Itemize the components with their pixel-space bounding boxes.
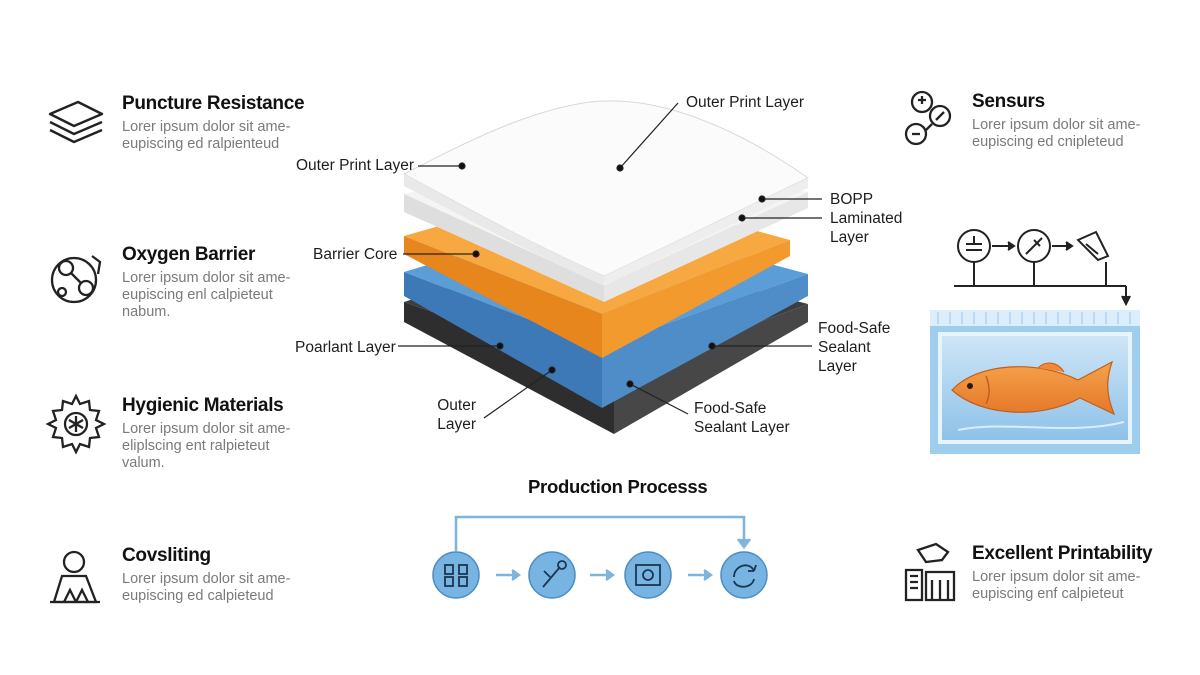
label-outer-print-left: Outer Print Layer <box>296 157 415 174</box>
feature-description: Lorer ipsum dolor sit ame- eupiscing ed … <box>972 117 1200 151</box>
desc-line: Lorer ipsum dolor sit ame- <box>122 119 291 135</box>
desc-line: Lorer ipsum dolor sit ame- <box>122 571 291 587</box>
desc-line: Lorer ipsum dolor sit ame- <box>122 421 291 437</box>
packaging-flow <box>954 229 1131 306</box>
feature-covsliting: Covsliting Lorer ipsum dolor sit ame- eu… <box>122 545 422 605</box>
label-line: Layer <box>437 416 476 433</box>
feature-title: Excellent Printability <box>972 543 1153 564</box>
feature-description: Lorer ipsum dolor sit ame- eupiscing enl… <box>122 270 422 321</box>
feature-description: Lorer ipsum dolor sit ame- eliplscing en… <box>122 421 422 472</box>
feature-description: Lorer ipsum dolor sit ame- eupiscing ed … <box>122 119 422 153</box>
label-bopp: BOPP Laminated Layer <box>830 190 902 247</box>
label-outer-layer: Outer Layer <box>426 396 476 434</box>
desc-line: eupiscing ed ralpienteud <box>122 136 280 152</box>
feature-excellent-printability: Excellent Printability Lorer ipsum dolor… <box>972 543 1200 603</box>
outer-print-layer <box>402 100 809 286</box>
process-step-tool <box>528 551 576 599</box>
label-line: BOPP <box>830 191 874 208</box>
label-food-safe-bottom: Food-Safe Sealant Layer <box>694 399 790 437</box>
desc-line: Lorer ipsum dolor sit ame- <box>972 117 1141 133</box>
production-process-flow <box>432 515 768 599</box>
desc-line: valum. <box>122 455 165 471</box>
feature-title: Hygienic Materials <box>122 395 284 416</box>
label-line: Outer <box>437 397 476 414</box>
feature-oxygen-barrier: Oxygen Barrier Lorer ipsum dolor sit ame… <box>122 244 422 321</box>
label-line: Food-Safe <box>818 320 891 337</box>
fish-icon <box>951 360 1116 416</box>
desc-line: eupiscing ed cnipleteud <box>972 134 1124 150</box>
feature-title: Covsliting <box>122 545 211 566</box>
printer-icon <box>904 542 956 602</box>
clamp-icon <box>1076 230 1110 262</box>
label-food-safe-right: Food-Safe Sealant Layer <box>818 319 890 376</box>
oxygen-molecule-icon <box>50 255 102 304</box>
desc-line: eliplscing ent ralpieteut <box>122 438 270 454</box>
feature-description: Lorer ipsum dolor sit ame- eupiscing ed … <box>122 571 422 605</box>
operator-icon <box>50 550 100 604</box>
desc-line: eupiscing ed calpieteud <box>122 588 274 604</box>
stacked-sheets-icon <box>48 100 104 144</box>
feature-title: Oxygen Barrier <box>122 244 256 265</box>
seal-icon <box>957 229 991 263</box>
process-step-workers <box>432 551 480 599</box>
label-line: Layer <box>830 229 869 246</box>
label-barrier-core: Barrier Core <box>313 246 398 263</box>
feature-title: Puncture Resistance <box>122 93 305 114</box>
gear-icon <box>45 393 107 455</box>
desc-line: eupiscing enf calpieteut <box>972 586 1124 602</box>
feature-description: Lorer ipsum dolor sit ame- eupiscing enf… <box>972 569 1200 603</box>
process-step-recycle <box>720 551 768 599</box>
sensor-link-icon <box>904 90 952 146</box>
desc-line: Lorer ipsum dolor sit ame- <box>972 569 1141 585</box>
fish-package-image <box>930 310 1140 454</box>
feature-puncture-resistance: Puncture Resistance Lorer ipsum dolor si… <box>122 93 422 153</box>
label-outer-print-top: Outer Print Layer <box>686 94 805 111</box>
label-line: Sealant Layer <box>694 419 790 436</box>
layer-stack-diagram <box>402 100 809 434</box>
label-poarlant: Poarlant Layer <box>295 339 396 356</box>
production-process-title: Production Processs <box>528 476 708 497</box>
process-step-camera <box>624 551 672 599</box>
label-line: Laminated <box>830 210 903 227</box>
label-line: Food-Safe <box>694 400 767 417</box>
desc-line: nabum. <box>122 304 171 320</box>
label-line: Layer <box>818 358 857 375</box>
feature-hygienic-materials: Hygienic Materials Lorer ipsum dolor sit… <box>122 395 422 472</box>
feature-sensors: Sensurs Lorer ipsum dolor sit ame- eupis… <box>972 91 1200 151</box>
label-line: Sealant <box>818 339 871 356</box>
desc-line: Lorer ipsum dolor sit ame- <box>122 270 291 286</box>
desc-line: eupiscing enl calpieteut <box>122 287 273 303</box>
feature-title: Sensurs <box>972 91 1045 112</box>
